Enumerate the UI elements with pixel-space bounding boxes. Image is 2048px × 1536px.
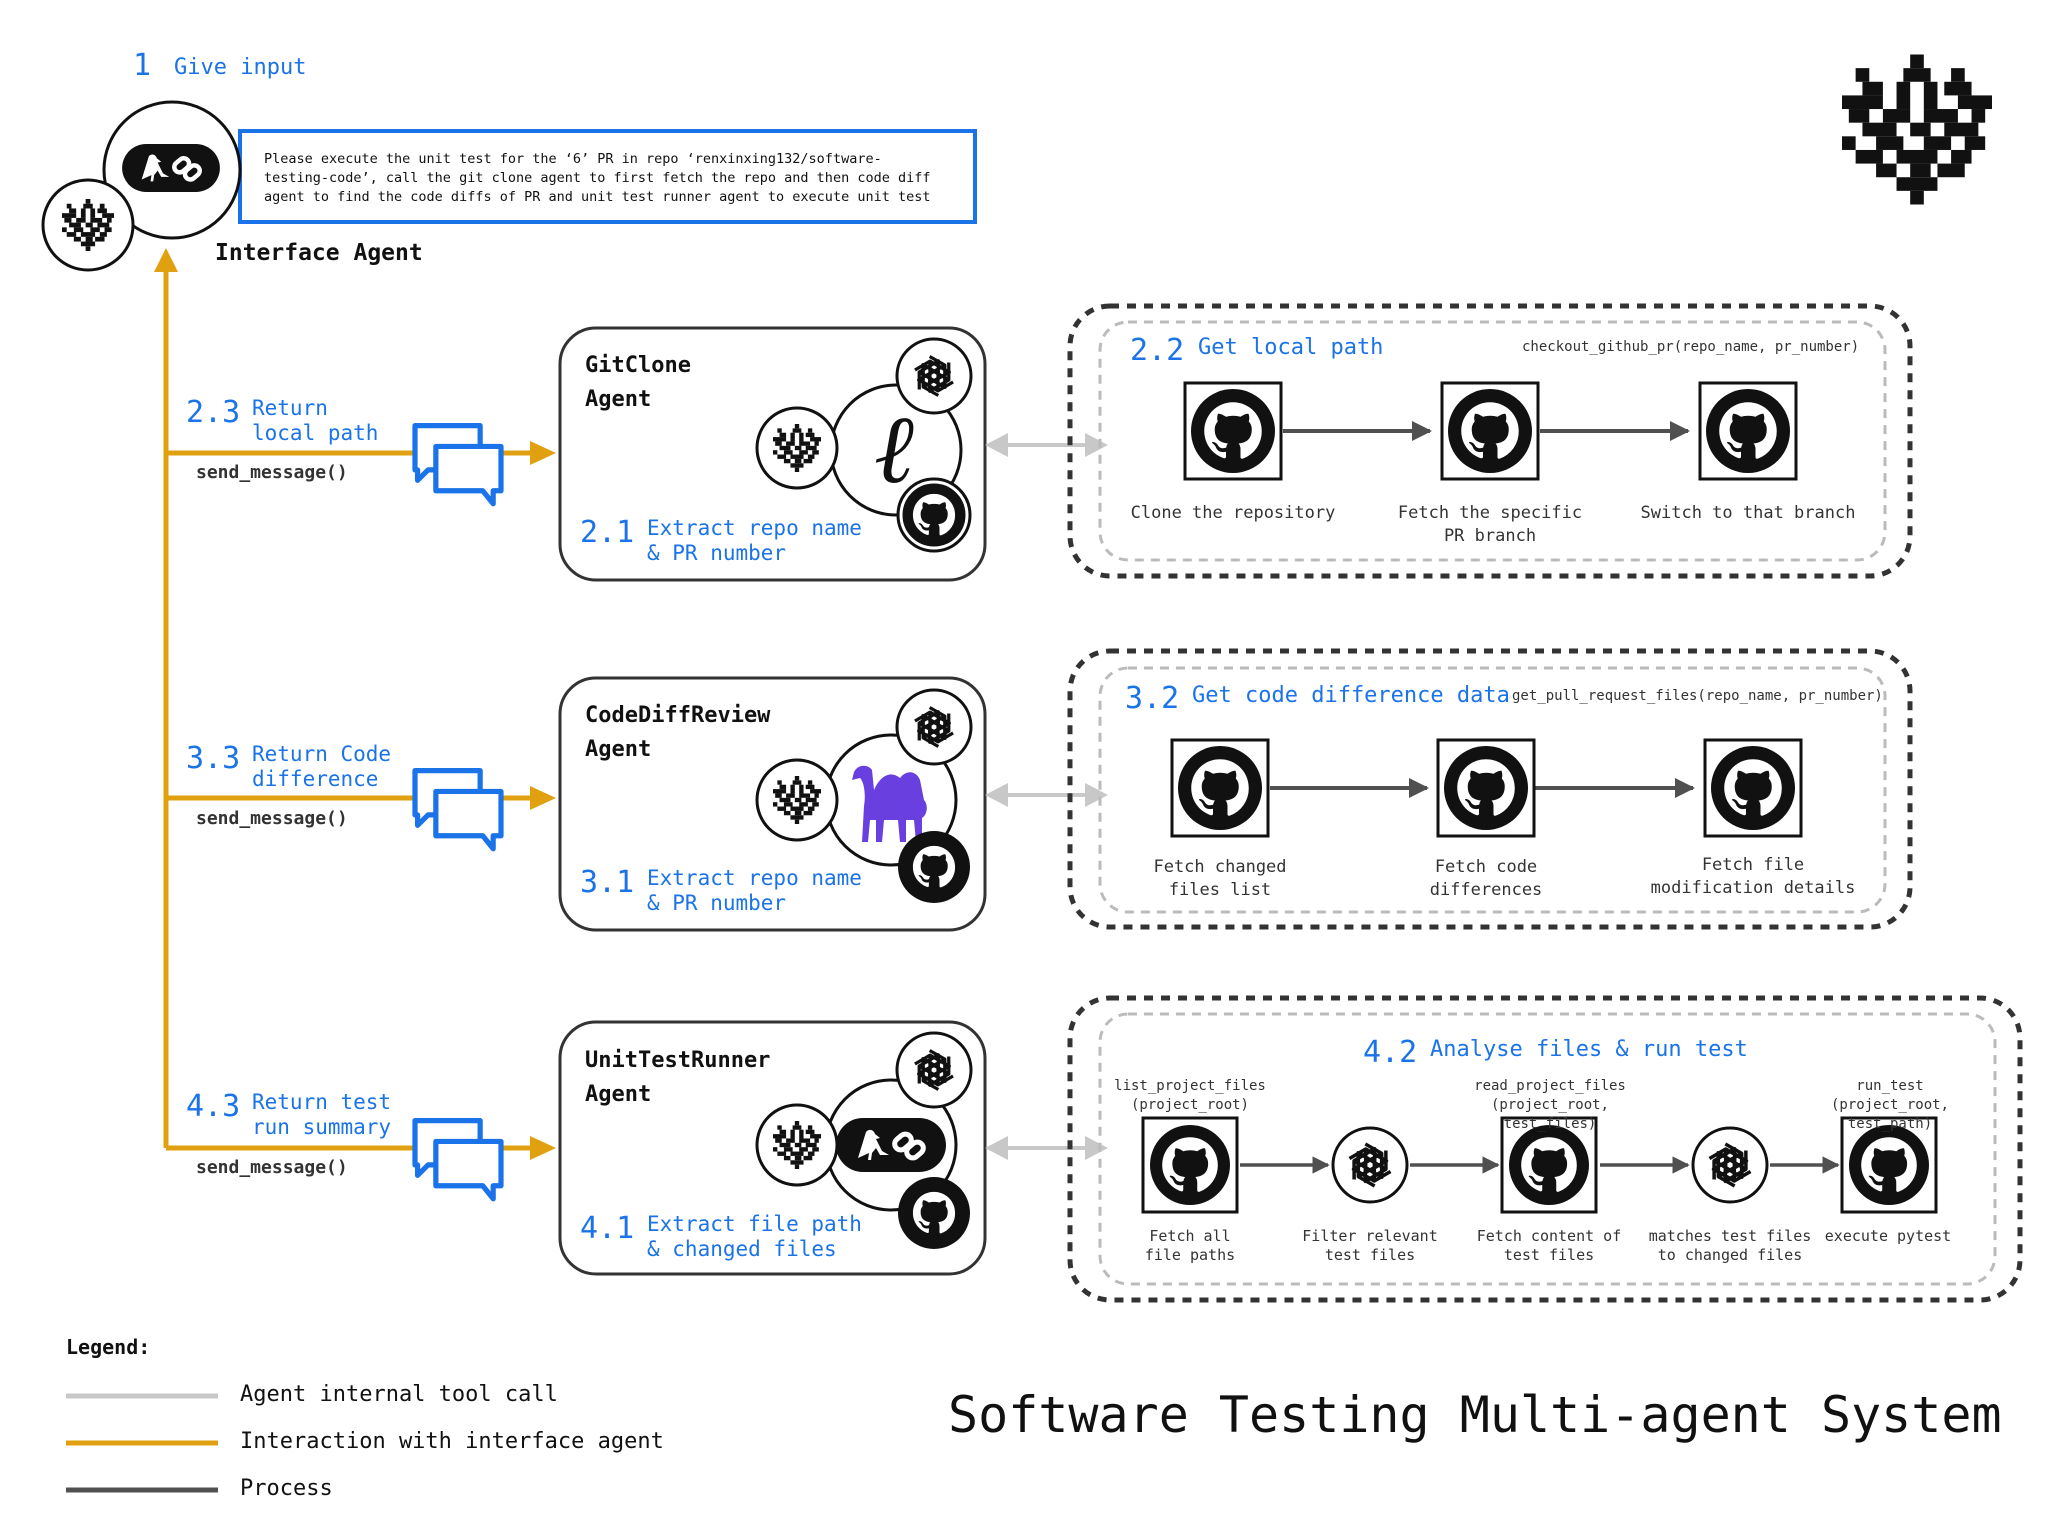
return-number: 3.3	[186, 741, 241, 776]
step-caption: Clone the repository	[1130, 503, 1336, 523]
task-label: Extract file path & changed files	[647, 1212, 862, 1261]
process-number: 2.2	[1130, 333, 1185, 368]
process-number: 3.2	[1125, 681, 1180, 716]
process-label: Get local path	[1198, 335, 1384, 360]
send-message-label: send_message()	[196, 808, 348, 829]
legend-item: Interaction with interface agent	[240, 1429, 664, 1454]
process-row-4-2	[1141, 1116, 1938, 1214]
agent-box-codediffreview	[558, 676, 987, 932]
legend-heading: Legend:	[66, 1335, 151, 1359]
step-caption: Switch to that branch	[1640, 503, 1856, 523]
bird-link-icon	[122, 144, 220, 192]
process-label: Analyse files & run test	[1430, 1037, 1748, 1062]
return-label: Return local path	[252, 396, 379, 445]
interface-agent-label: Interface Agent	[215, 240, 423, 266]
step-caption: execute pytest	[1824, 1227, 1952, 1245]
process-function: get_pull_request_files(repo_name, pr_num…	[1512, 688, 1883, 704]
task-number: 4.1	[580, 1211, 635, 1246]
legend-item: Process	[240, 1476, 333, 1501]
process-label: Get code difference data	[1192, 683, 1510, 708]
legend-item: Agent internal tool call	[240, 1382, 558, 1407]
step-function: list_project_files(project_root)	[1114, 1078, 1266, 1113]
task-number: 2.1	[580, 515, 635, 550]
coral-logo-icon	[1842, 54, 1992, 205]
return-number: 2.3	[186, 395, 241, 430]
message-icon	[415, 1121, 501, 1199]
agent-box-gitclone: ℓ	[558, 326, 987, 582]
step-function: read_project_files(project_root, test_fi…	[1474, 1078, 1626, 1132]
process-number: 4.2	[1363, 1035, 1418, 1070]
send-message-label: send_message()	[196, 462, 348, 483]
prompt-text: Please execute the unit test for the ‘6’…	[264, 151, 931, 205]
agent-title: UnitTestRunner Agent	[585, 1048, 771, 1107]
task-number: 3.1	[580, 865, 635, 900]
agent-title: CodeDiffReview Agent	[585, 703, 771, 762]
legend-lines	[66, 1393, 218, 1493]
return-number: 4.3	[186, 1089, 241, 1124]
agent-title: GitClone Agent	[585, 353, 691, 412]
return-label: Return test run summary	[252, 1090, 392, 1139]
agent-box-unittestrunner	[558, 1020, 987, 1276]
message-icon	[415, 426, 501, 504]
task-label: Extract repo name & PR number	[647, 866, 862, 915]
interface-agent-node	[41, 100, 977, 272]
page-title: Software Testing Multi-agent System	[948, 1386, 2002, 1444]
process-box-3-2	[1067, 648, 1913, 930]
c-logo-icon: ℓ	[875, 392, 916, 505]
return-label: Return Code difference	[252, 742, 392, 791]
internal-tool-arrows	[985, 433, 1108, 1160]
process-row-3-2	[1170, 738, 1803, 838]
step-function: run_test(project_root, test_path)	[1830, 1078, 1949, 1132]
camel-icon	[852, 765, 927, 842]
process-function: checkout_github_pr(repo_name, pr_number)	[1522, 339, 1860, 355]
step-label: Give input	[174, 55, 307, 80]
process-box-4-2	[1067, 995, 2023, 1303]
message-icon	[415, 771, 501, 849]
task-label: Extract repo name & PR number	[647, 516, 862, 565]
process-row-2-2	[1183, 381, 1798, 481]
step-number: 1	[133, 48, 152, 83]
send-message-label: send_message()	[196, 1157, 348, 1178]
process-box-2-2	[1067, 303, 1913, 579]
interaction-arrowheads	[154, 248, 556, 1160]
bird-link-icon	[836, 1118, 946, 1172]
